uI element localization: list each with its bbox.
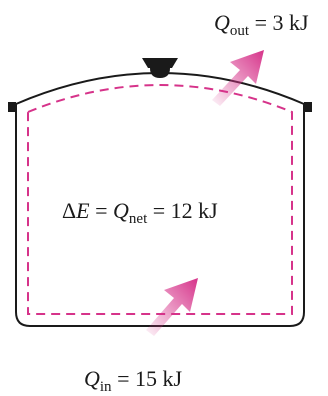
energy-balance-equals-1: = xyxy=(95,198,108,223)
energy-symbol: E xyxy=(76,198,90,223)
q-net-subscript: net xyxy=(128,211,148,227)
pot-handle-icon xyxy=(8,102,16,112)
q-out-label: Qout = 3 kJ xyxy=(214,12,309,39)
q-net-symbol: Q xyxy=(113,198,129,223)
q-in-equals: = xyxy=(117,366,130,391)
q-out-value: 3 kJ xyxy=(272,10,309,35)
q-in-subscript: in xyxy=(99,379,112,395)
q-out-subscript: out xyxy=(229,23,250,39)
pot-handle-icon xyxy=(304,102,312,112)
q-in-symbol: Q xyxy=(84,366,100,391)
energy-balance-equals-2: = xyxy=(152,198,166,223)
pot-lid-knob-icon xyxy=(142,58,178,78)
delta-symbol: Δ xyxy=(62,198,77,223)
q-net-value: 12 kJ xyxy=(170,198,218,223)
vessel-outline xyxy=(15,72,305,327)
heat-flow-arrow-icon xyxy=(146,278,198,336)
energy-balance-label: ΔE = Qnet = 12 kJ xyxy=(62,200,218,227)
q-out-symbol: Q xyxy=(214,10,230,35)
heat-flow-arrow-icon xyxy=(212,50,264,106)
system-boundary xyxy=(27,84,293,315)
q-in-value: 15 kJ xyxy=(134,366,183,391)
q-in-label: Qin = 15 kJ xyxy=(84,368,182,395)
q-out-equals: = xyxy=(254,10,267,35)
